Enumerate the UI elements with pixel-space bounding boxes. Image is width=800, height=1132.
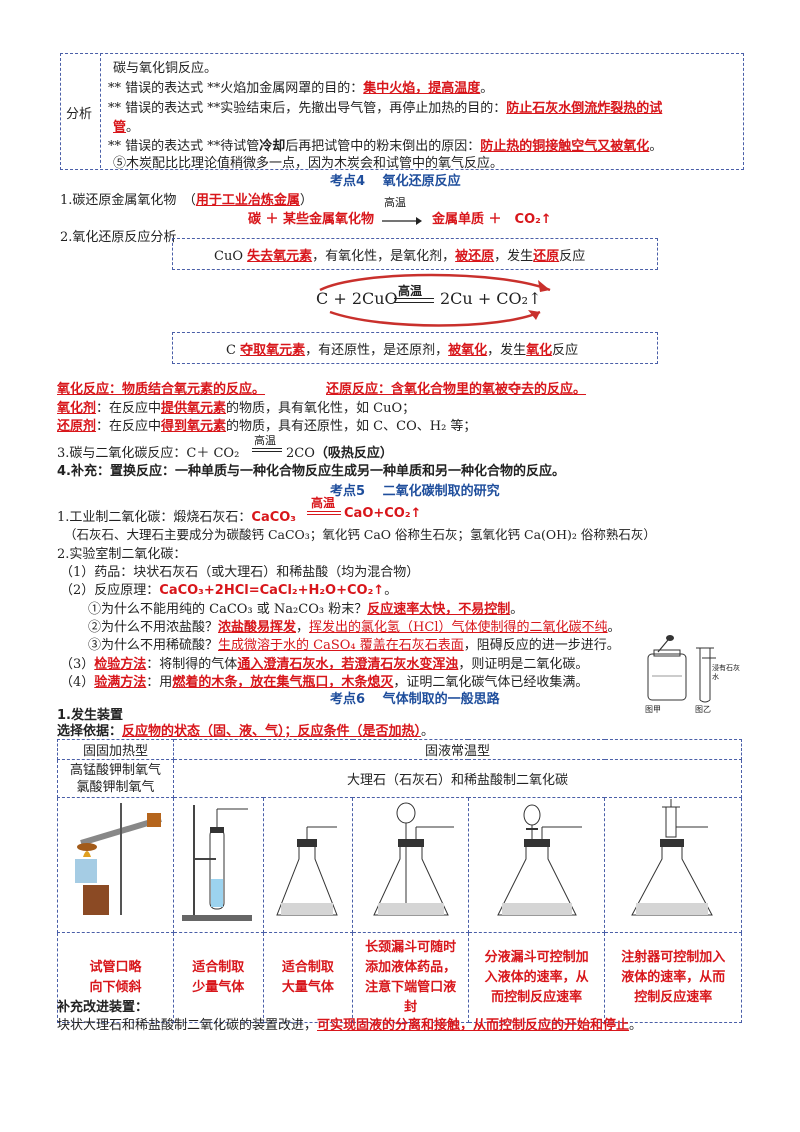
caption-line: 封: [404, 999, 418, 1015]
kd4-eq2-right: 2Cu + CO₂↑: [440, 289, 542, 308]
kd4-p3-left: 3.碳与二氧化碳反应：C＋ CO₂: [57, 446, 240, 461]
apparatus-flask: [262, 797, 354, 933]
caption-long-funnel: 长颈漏斗可随时添加液体药品， 注意下端管口液封: [352, 932, 469, 1023]
kd4-def-reduction: 还原反应：含氧化合物里的氧被夺去的反应。: [326, 382, 587, 397]
kd5-q3: ③为什么不用稀硫酸？生成微溶于水的 CaSO₄ 覆盖在石灰石表面，阻碍反应的进一…: [88, 638, 620, 653]
kd5-q1: ①为什么不能用纯的 CaCO₃ 或 Na₂CO₃ 粉末？反应速率太快，不易控制。: [88, 602, 524, 617]
kd4-eq1-right: 金属单质 ＋ CO₂↑: [432, 212, 552, 227]
analysis-line1: 碳与氧化铜反应。: [113, 61, 218, 76]
row1-col1: 高锰酸钾制氧气氯酸钾制氧气: [57, 759, 174, 798]
kd4-p3-cond: 高温: [254, 434, 276, 447]
separatory-funnel-apparatus-image: [496, 804, 582, 916]
caption-line: 入液体的速率，从: [484, 969, 589, 985]
kd4-eq1-arrow: [382, 214, 422, 229]
caption-line: 长颈漏斗可随时: [365, 939, 457, 955]
caption-line: 控制反应速率: [634, 989, 713, 1005]
caption-line: 适合制取: [281, 959, 334, 975]
kd6-title: 考点6 气体制取的一般思路: [330, 692, 500, 707]
header-solid-solid: 固固加热型: [57, 739, 174, 760]
caption-line: 而控制反应速率: [491, 989, 583, 1005]
flask-apparatus-image: [276, 826, 339, 916]
kd6-p1: 1.发生装置: [57, 708, 123, 723]
kd4-reductant: 还原剂：在反应中得到氧元素的物质，具有还原性，如 C、CO、H₂ 等；: [57, 419, 477, 434]
kd5-s3: （3）检验方法：将制得的气体通入澄清石灰水，若澄清石灰水变浑浊，则证明是二氧化碳…: [60, 657, 589, 672]
kd5-p1-right: CaO+CO₂↑: [344, 506, 422, 521]
caption-line: 少量气体: [192, 979, 245, 995]
kd5-p1-bar: [307, 511, 341, 515]
kd4-eq2-cond: 高温: [398, 284, 423, 298]
kd5-p2: 2.实验室制二氧化碳：: [57, 547, 187, 562]
apparatus-long-funnel: [352, 797, 469, 933]
caption-line: 试管口略: [89, 959, 142, 975]
analysis-line3: ** 错误的表达式 **实验结束后，先撤出导气管，再停止加热的目的：防止石灰水倒…: [108, 101, 663, 116]
caption-line: 添加液体药品，: [365, 959, 457, 975]
apparatus-separatory-funnel: [467, 797, 606, 933]
analysis-label: 分析: [66, 107, 93, 122]
caption-line: 适合制取: [192, 959, 245, 975]
kd5-title: 考点5 二氧化碳制取的研究: [330, 484, 500, 499]
fig-b-label: 图乙: [695, 705, 711, 714]
analysis-divider: [100, 53, 101, 168]
kd4-p3-right: 2CO（吸热反应）: [286, 446, 393, 461]
co2-test-figure: [647, 635, 716, 703]
kd5-p1-cond: 高温: [311, 496, 336, 510]
test-tube-apparatus-image: [181, 805, 252, 921]
kd4-eq1-left: 碳 ＋ 某些金属氧化物: [248, 212, 375, 227]
kd4-p2: 2.氧化还原反应分析: [60, 230, 177, 245]
analysis-line2: ** 错误的表达式 **火焰加金属网罩的目的：集中火焰，提高温度。: [108, 81, 494, 96]
caption-separatory-funnel: 分液漏斗可控制加入液体的速率，从而控制反应速率: [467, 932, 606, 1023]
kd6-basis: 选择依据：反应物的状态（固、液、气）；反应条件（是否加热）。: [57, 724, 435, 739]
apparatus-syringe: [604, 797, 742, 933]
analysis-line5: ⑤木炭配比比理论值稍微多一点，因为木炭会和试管中的氧气反应。: [113, 156, 504, 171]
caption-line: 分液漏斗可控制加: [484, 949, 589, 965]
header-solid-liquid: 固液常温型: [173, 739, 742, 760]
caption-syringe: 注射器可控制加入液体的速率，从而控制反应速率: [604, 932, 742, 1023]
kd5-s1: （1）药品：块状石灰石（或大理石）和稀盐酸（均为混合物）: [60, 565, 420, 580]
redox-box-top-text: CuO 失去氧元素，有氧化性，是氧化剂，被还原，发生还原反应: [214, 249, 586, 264]
kd4-oxidant: 氧化剂：在反应中提供氧元素的物质，具有氧化性，如 CuO；: [57, 401, 416, 416]
caption-line: 液体的速率，从而: [621, 969, 726, 985]
analysis-line4: ** 错误的表达式 **待试管冷却后再把试管中的粉末倒出的原因：防止热的铜接触空…: [108, 139, 663, 154]
caption-test-tube: 适合制取少量气体: [173, 932, 264, 1023]
kd4-p1: 1.碳还原金属氧化物 （用于工业冶炼金属）: [60, 193, 313, 208]
kd4-eq1-cond: 高温: [384, 196, 406, 209]
redox-box-top: [172, 238, 658, 270]
kd5-p1-note: （石灰石、大理石主要成分为碳酸钙 CaCO₃；氧化钙 CaO 俗称生石灰；氢氧化…: [64, 527, 656, 542]
caption-line: 向下倾斜: [89, 979, 142, 995]
row1-col2: 大理石（石灰石）和稀盐酸制二氧化碳: [173, 759, 742, 798]
kd5-s4: （4）验满方法：用燃着的木条，放在集气瓶口，木条熄灭，证明二氧化碳气体已经收集满…: [60, 675, 589, 690]
fig-label: 浸有石灰水: [712, 664, 740, 681]
redox-box-bottom: [172, 332, 658, 364]
kd5-s2: （2）反应原理：CaCO₃+2HCl=CaCl₂+H₂O+CO₂↑。: [60, 583, 398, 598]
kd4-eq2-bar: [394, 298, 434, 303]
kd6-improve-label: 补充改进装置：: [57, 1000, 149, 1015]
analysis-box: [60, 53, 744, 170]
kd5-p1: 1.工业制二氧化碳：煅烧石灰石：CaCO₃: [57, 510, 297, 525]
fig-a-label: 图甲: [645, 705, 661, 714]
caption-line: 大量气体: [281, 979, 334, 995]
apparatus-heating: [57, 797, 174, 933]
redox-arrows: [319, 273, 551, 327]
apparatus-table: 固固加热型 固液常温型 高锰酸钾制氧气氯酸钾制氧气 大理石（石灰石）和稀盐酸制二…: [57, 739, 742, 1023]
caption-flask: 适合制取大量气体: [262, 932, 354, 1023]
kd4-eq2-left: C + 2CuO: [316, 289, 398, 308]
kd4-p3-bar: [252, 448, 282, 452]
long-funnel-apparatus-image: [372, 802, 454, 916]
redox-box-bottom-text: C 夺取氧元素，有还原性，是还原剂，被氧化，发生氧化反应: [226, 343, 579, 358]
caption-heating: 试管口略向下倾斜: [57, 932, 174, 1023]
syringe-apparatus-image: [631, 799, 714, 916]
analysis-line3-cont: 管。: [113, 120, 140, 135]
caption-line: 注射器可控制加入: [621, 949, 726, 965]
heating-apparatus-image: [74, 803, 162, 915]
apparatus-test-tube: [173, 797, 264, 933]
kd4-def-oxidation: 氧化反应：物质结合氧元素的反应。: [57, 382, 266, 397]
kd5-q2: ②为什么不用浓盐酸？浓盐酸易挥发，挥发出的氯化氢（HCl）气体使制得的二氧化碳不…: [88, 620, 621, 635]
kd4-p4: 4.补充：置换反应：一种单质与一种化合物反应生成另一种单质和另一种化合物的反应。: [57, 464, 565, 479]
kd4-title: 考点4 氧化还原反应: [330, 174, 461, 189]
caption-line: 注意下端管口液: [365, 979, 457, 995]
kd6-improve: 块状大理石和稀盐酸制二氧化碳的装置改进，可实现固液的分离和接触，从而控制反应的开…: [57, 1018, 643, 1033]
